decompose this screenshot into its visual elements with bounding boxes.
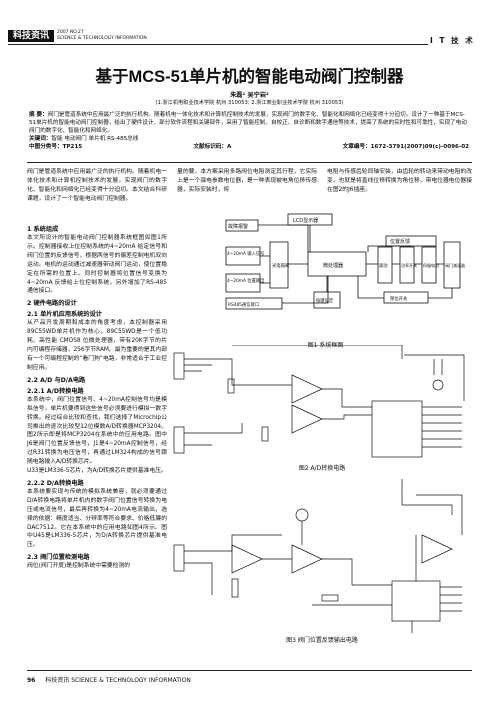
resistor-r43	[321, 594, 339, 602]
article-title: 基于MCS-51单片机的智能电动阀门控制器	[95, 68, 404, 86]
page-number: 96	[27, 677, 36, 684]
figure-3-feedback-circuit: 图3 阀门位置反馈输出电路	[172, 475, 472, 650]
output-signal-label: 4~20mA 位置输出	[227, 277, 264, 284]
adc-mcp3204	[371, 400, 423, 458]
resistor-r33	[227, 378, 235, 394]
intro-column-3: 电阻与传感齿轮同轴安装，由齿轮的转动来带动电阻的改变，也就是将直线位移转换为角位…	[327, 169, 472, 193]
figure-3-caption: 图3 阀门位置反馈输出电路	[286, 637, 358, 644]
abstract-block: 摘 要：阀门是管道系统中应用最广泛的执行机构。随着机电一体化技术和计算机控制技术…	[29, 111, 469, 151]
section-2-2-2-title: 2.2.2 D/A转换电路	[27, 479, 84, 487]
header-rule	[8, 44, 428, 45]
comm-box	[225, 297, 283, 310]
section-2-2-1-text: 本系统中，阀门位置信号、4~20mA控制信号均是模拟信号，单片机要得到这些信号必…	[27, 396, 167, 466]
comm-label: RS485通信接口	[228, 301, 259, 308]
dac-dac7512	[391, 580, 441, 622]
resistor-r45	[231, 578, 239, 598]
footer-journal-name: 科技资讯 SCIENCE & TECHNOLOGY INFORMATION	[45, 677, 191, 684]
section-2-title: 2 硬件电路的设计	[27, 300, 77, 308]
keywords-label: 关键词：	[29, 136, 52, 142]
keys-label: 按键设定	[316, 297, 334, 304]
reference-u45	[295, 508, 309, 522]
abstract-text: 阀门是管道系统中应用最广泛的执行机构。随着机电一体化技术和计算机控制技术的发展，…	[29, 112, 467, 134]
section-2-3-title: 2.3 阀门位置检测电路	[27, 554, 90, 562]
opamp-u31a	[291, 404, 323, 434]
reference-u33	[432, 379, 444, 391]
issue-number: 2007 NO.27	[57, 30, 84, 35]
abstract-rule	[27, 162, 472, 163]
connector-j41	[173, 544, 185, 572]
section-label: I T 技 术	[430, 36, 475, 45]
body-left-column: 1 系统组成 本文所设计的智能电动阀门控制器系统框图如图1所示。控制器接收上位控…	[27, 222, 167, 571]
footer: 96 科技资讯 SCIENCE & TECHNOLOGY INFORMATION	[27, 675, 191, 684]
intro-column-1: 阀门是管道系统中应用最广泛的执行机构。随着机电一体化技术和计算机控制技术的发展，…	[27, 169, 167, 202]
opamp-u41b	[231, 544, 263, 574]
connector-j6	[173, 352, 185, 380]
document-code: 文献标识码：A	[193, 144, 232, 150]
power-switch-box	[399, 246, 415, 284]
fault-label: 故障报警	[228, 223, 248, 230]
section-2-1-text: 从产品开发周期和成本的角度考虑，本控制器采用89C55WD单片机作为核心，89C…	[27, 320, 167, 371]
connector-j1	[173, 426, 185, 454]
position-feedback-label: 位置反馈	[390, 238, 410, 245]
section-1-title: 1 系统组成	[27, 226, 59, 233]
journal-logo: 科技资讯	[8, 30, 54, 42]
limit-box	[383, 291, 429, 304]
motor-label: 伺服电机	[423, 262, 439, 268]
figure-2-caption: 图2 A/D转换电路	[298, 465, 346, 472]
article-affiliations: (1.浙江机电职业技术学院 杭州 310053; 2.浙江商业职业技术学院 杭州…	[155, 100, 344, 106]
isolation-box	[269, 241, 289, 289]
section-2-2-1-text-2: U33是LM336-5芯片，为A/D转换芯片提供基准电压。	[27, 468, 167, 475]
opamp-u31b	[291, 374, 323, 404]
article-authors: 朱磊¹ 吴宁岩²	[230, 92, 269, 99]
section-2-2-1-title: 2.2.1 A/D转换电路	[27, 387, 84, 395]
keywords-text: 智能 电动阀门 单片机 RS-485总线	[51, 136, 139, 142]
figure-2-ad-circuit: 图2 A/D转换电路	[172, 345, 472, 475]
section-2-3-text: 阀位(阀门开度)是控制系统中需要检测的	[27, 563, 131, 570]
opamp-u41a	[421, 534, 453, 564]
isolation-label: 光电隔离	[272, 262, 290, 269]
journal-english-name: SCIENCE & TECHNOLOGY INFORMATION	[57, 35, 147, 41]
section-2-1-title: 2.1 单片机应用系统的设计	[27, 311, 102, 319]
lcd-label: LCD显示器	[293, 218, 318, 224]
figure-1-caption: 图1 系统框图	[307, 342, 344, 349]
motor-box	[421, 246, 437, 284]
journal-masthead: 2007 NO.27 SCIENCE & TECHNOLOGY INFORMAT…	[57, 30, 147, 41]
section-1-text: 本文所设计的智能电动阀门控制器系统框图如图1所示。控制器接收上位控制系统的4~2…	[27, 235, 167, 295]
mcu-label: 微处理器	[323, 262, 343, 269]
figure-1-block-diagram: LCD显示器 故障报警 位置反馈 4~20mA 输入信号 4~20mA 位置输出…	[178, 212, 473, 352]
input-signal-label: 4~20mA 输入信号	[227, 250, 264, 257]
power-switch-label: 功率开关	[401, 262, 417, 268]
intro-column-2: 量的要。本方案采用多路阀位电阻测定其行程，它实际上是一个驿电参数电位器，是一种表…	[177, 169, 317, 193]
article-number: 文章编号：1672-3791(2007)09(c)-0096-02	[342, 144, 469, 150]
resistor-r31	[261, 426, 269, 442]
footer-rule	[27, 670, 472, 671]
clc-number: 中图分类号：TP215	[29, 144, 83, 150]
limit-label: 限位开关	[390, 295, 408, 302]
section-2-2-2-text: 本系统要实现与传统的模拟系统兼容，就必须要通过D/A转换电路将单片机内的数字阀门…	[27, 488, 167, 549]
section-2-2-title: 2.2 A/D 与D/A电路	[27, 376, 86, 384]
fault-box	[225, 219, 259, 232]
drive-box	[377, 246, 393, 284]
reducer-label: 阀门减速器	[445, 262, 465, 268]
abstract-label: 摘 要：	[29, 112, 48, 118]
drive-label: 驱动	[379, 262, 388, 269]
opamp-lm324	[291, 544, 323, 574]
